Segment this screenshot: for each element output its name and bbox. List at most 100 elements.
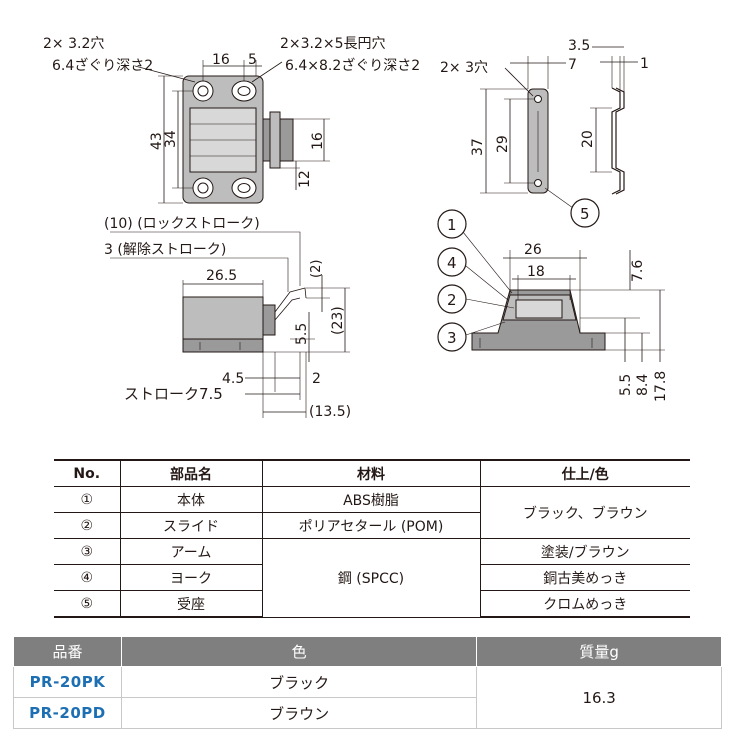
dim-18: 18 [527,264,545,280]
dim-4-5: 4.5 [222,371,244,387]
part-name: ヨーク [119,564,263,591]
dim-16: 16 [212,52,230,68]
table-row: PR-20PD ブラウン [13,697,722,729]
part-name: アーム [119,538,263,565]
strike-front-view: 2× 3穴 7 37 29 [440,56,577,194]
callout-5-label: 5 [580,205,590,223]
dim-1: 1 [640,56,649,72]
technical-drawing: 2× 3.2穴 6.4ざぐり深さ2 2×3.2×5長円穴 6.4×8.2ざぐり深… [43,36,669,420]
stroke-label: ストローク7.5 [124,385,223,403]
table-row: ② スライド ポリアセタール (POM) [54,512,690,539]
dim-3-5: 3.5 [568,38,590,54]
callout-1: 1 [437,209,513,294]
callout-5: 5 [544,187,600,228]
table-row: ③ アーム 鋼 (SPCC) 塗装/ブラウン [54,538,690,618]
callout-4-label: 4 [447,254,457,272]
arm-side [274,287,307,313]
header-mass: 質量g [476,636,722,667]
header-model: 品番 [13,636,122,667]
dim-5: 5 [248,52,257,68]
header-part-name: 部品名 [119,459,263,487]
dim-37: 37 [470,138,486,156]
model-number: PR-20PK [13,666,122,698]
assembly-section-view: 26 18 7.6 5.5 8.4 17.8 1 4 2 3 [437,209,669,402]
strike-hole [534,179,542,187]
dim-5-5: 5.5 [294,323,310,345]
catch-front-view: 2× 3.2穴 6.4ざぐり深さ2 2×3.2×5長円穴 6.4×8.2ざぐり深… [43,36,420,204]
hole-label-left-2: 6.4ざぐり深さ2 [52,57,153,74]
table-row: ④ ヨーク 銅古美めっき [54,564,690,591]
part-no: ① [54,486,121,513]
slide-tab-front [269,111,281,169]
callout-2: 2 [437,284,515,314]
dim-7-6: 7.6 [630,260,646,282]
model-table: 品番 色 質量g PR-20PK ブラック 16.3 PR-20PD ブラウン [13,636,722,729]
model-color: ブラウン [120,697,478,729]
slide-side [262,304,276,336]
dim-2: 2 [312,371,321,387]
dim-17-8: 17.8 [653,371,669,402]
dim-7: 7 [568,57,577,73]
callout-2-label: 2 [447,291,457,309]
counterbore-hole [192,80,214,102]
model-color: ブラック [120,666,478,698]
callout-4: 4 [437,247,509,301]
assembly-slide [515,299,563,319]
part-name: 本体 [119,486,263,513]
dim-13-5-paren: (13.5) [309,404,351,420]
strike-side-view: 3.5 1 20 [568,38,649,195]
header-color: 色 [120,636,478,667]
dim-16v: 16 [310,132,326,150]
part-no: ② [54,512,121,539]
release-stroke-label: 3 (解除ストローク) [104,242,226,258]
dim-43: 43 [149,132,165,150]
table-row: PR-20PK ブラック 16.3 [13,666,722,729]
part-finish: ブラック、ブラウン [479,486,690,539]
strike-hole-label: 2× 3穴 [440,60,488,76]
hole-label-left-1: 2× 3.2穴 [43,36,104,52]
dim-5-5b: 5.5 [618,374,634,396]
part-no: ④ [54,564,121,591]
part-name: スライド [119,512,263,539]
part-material: ABS樹脂 [261,486,481,513]
table-row: ① 本体 ABS樹脂 ブラック、ブラウン [54,486,690,539]
model-mass: 16.3 [476,666,722,729]
strike-hole [534,95,542,103]
slot-hole [231,177,257,199]
callout-3: 3 [437,321,506,352]
dim-29: 29 [495,135,511,153]
dim-8-4: 8.4 [635,374,651,396]
part-name: 受座 [119,590,263,618]
catch-side-view: (10) (ロックストローク) 3 (解除ストローク) 26.5 (2) (23… [104,216,351,420]
header-no: No. [54,459,121,487]
part-finish: 塗装/ブラウン [479,538,690,565]
dim-34: 34 [163,130,179,148]
callout-1-label: 1 [447,216,457,234]
callout-3-label: 3 [447,329,457,347]
part-material: ポリアセタール (POM) [261,512,480,539]
hole-label-right-1: 2×3.2×5長円穴 [280,36,386,52]
part-finish: クロムめっき [479,590,690,618]
slot-hole [231,80,257,102]
table-row: ⑤ 受座 クロムめっき [54,590,690,618]
catch-base-side [182,338,264,353]
parts-table: No. 部品名 材料 仕上/色 ① 本体 ABS樹脂 ブラック、ブラウン ② ス… [54,459,690,618]
lock-stroke-label: (10) (ロックストローク) [104,216,260,232]
dim-12: 12 [297,170,313,188]
part-finish: 銅古美めっき [479,564,690,591]
part-no: ③ [54,538,121,565]
header-material: 材料 [261,459,481,487]
model-number: PR-20PD [13,697,122,729]
counterbore-hole [192,177,214,199]
hole-label-right-2: 6.4×8.2ざぐり深さ2 [285,57,420,74]
dim-20: 20 [580,130,596,148]
dim-26-5: 26.5 [206,268,237,284]
dim-2-paren: (2) [309,260,324,278]
header-finish: 仕上/色 [479,459,690,487]
parts-table-header: No. 部品名 材料 仕上/色 [54,459,690,487]
part-material: 鋼 (SPCC) [261,538,481,618]
dim-26: 26 [524,242,542,258]
part-no: ⑤ [54,590,121,618]
dim-23-paren: (23) [330,306,346,335]
catch-body-side [182,296,264,340]
